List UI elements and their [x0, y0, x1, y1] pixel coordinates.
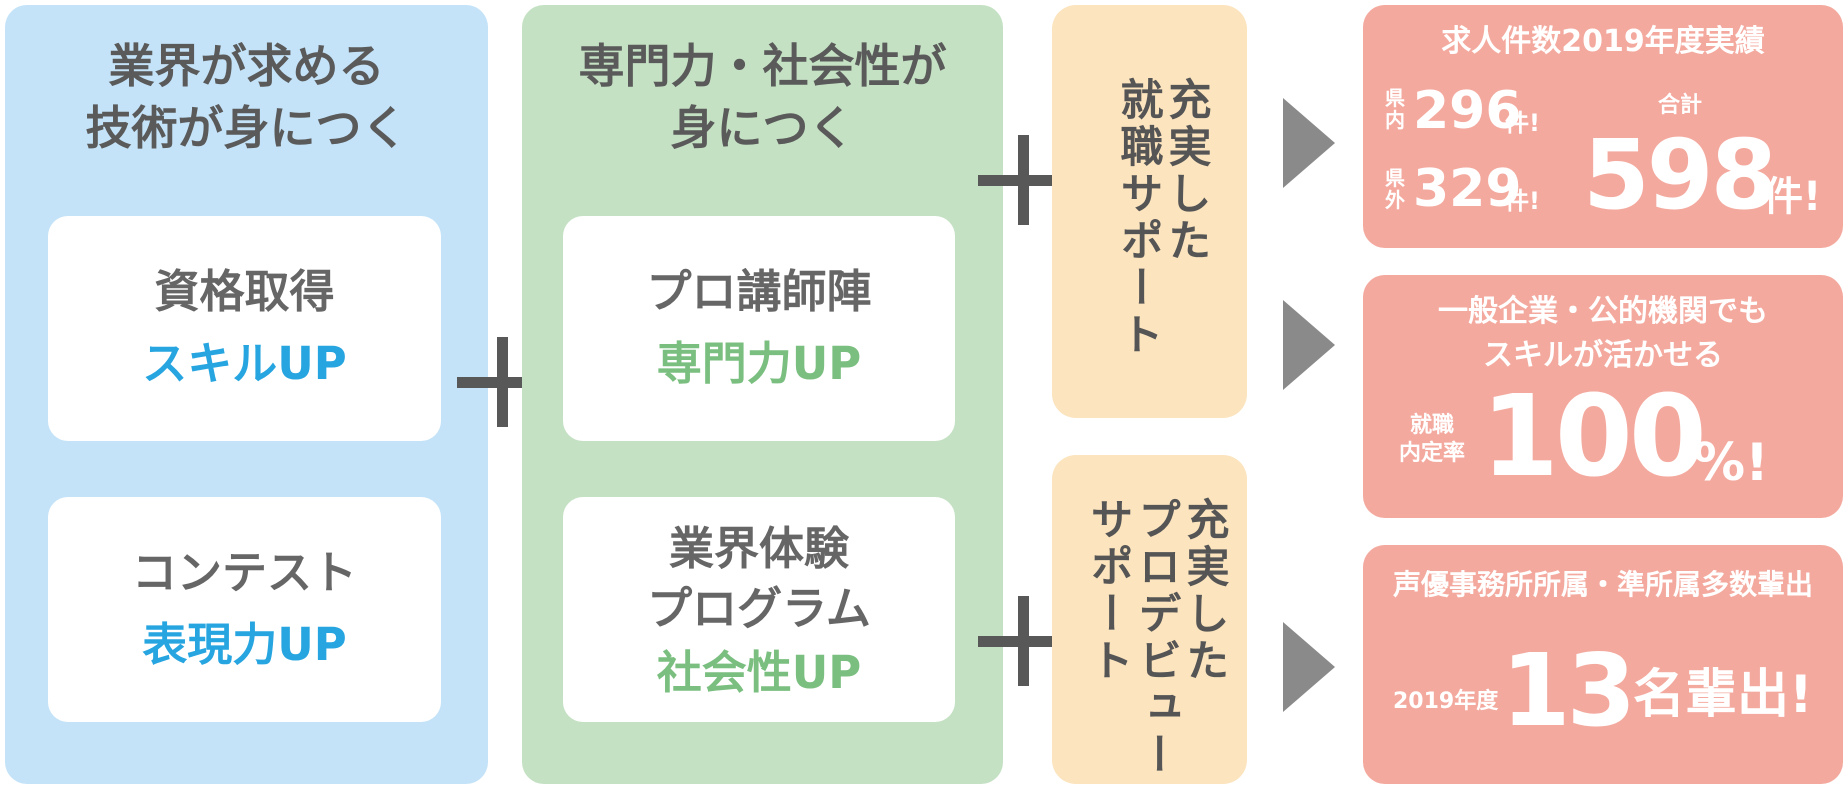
arrow-right-icon — [1283, 622, 1335, 712]
skills-panel-title-line1: 業界が求める — [108, 39, 385, 93]
employment-rate-result: 一般企業・公的機関でも スキルが活かせる 就職 内定率 100 %! — [1363, 275, 1843, 518]
support-text-col2: 就職サポート — [1113, 77, 1163, 359]
employment-rate-unit: %! — [1693, 433, 1769, 493]
year-label: 2019年度 — [1393, 689, 1499, 714]
out-pref-value: 329 — [1413, 159, 1522, 219]
result-title: 求人件数2019年度実績 — [1441, 24, 1765, 59]
card-main-text-line2: プログラム — [647, 582, 871, 635]
debut-count-unit: 名輩出! — [1633, 665, 1813, 725]
support-text-col1: 充実した — [1161, 77, 1211, 265]
card-sub-text: 社会性UP — [656, 646, 862, 699]
support-text-col3: サポート — [1083, 497, 1133, 685]
support-text-col2: プロデビュー — [1131, 497, 1181, 779]
professional-panel-title-line1: 専門力・社会性が — [578, 39, 947, 93]
plus-icon — [978, 135, 1068, 225]
in-pref-value: 296 — [1413, 81, 1522, 141]
in-pref-label: 県内 — [1385, 86, 1405, 132]
total-label: 合計 — [1658, 93, 1703, 118]
out-pref-label: 県外 — [1385, 166, 1405, 212]
card-main-text-line1: 業界体験 — [668, 522, 849, 575]
job-offers-result: 求人件数2019年度実績 県内 296 件! 県外 329 件! 合計 598 … — [1363, 5, 1843, 248]
out-pref-unit: 件! — [1505, 187, 1540, 215]
professional-panel-title-line2: 身につく — [670, 101, 855, 155]
result-title-line1: 一般企業・公的機関でも — [1438, 294, 1768, 329]
result-title: 声優事務所所属・準所属多数輩出 — [1392, 568, 1813, 601]
result-title-line2: スキルが活かせる — [1483, 338, 1723, 373]
contest-card: コンテスト 表現力UP — [48, 497, 441, 722]
debut-support-box: 充実した プロデビュー サポート — [1052, 455, 1247, 784]
debut-count-value: 13 — [1501, 632, 1636, 749]
plus-icon — [457, 337, 547, 427]
employment-label-line1: 就職 — [1409, 413, 1454, 438]
job-support-box: 充実した 就職サポート — [1052, 5, 1247, 418]
pro-instructors-card: プロ講師陣 専門力UP — [563, 216, 955, 441]
total-value: 598 — [1583, 119, 1777, 231]
voice-actor-result: 声優事務所所属・準所属多数輩出 2019年度 13 名輩出! — [1363, 545, 1843, 784]
card-main-text: コンテスト — [131, 546, 357, 599]
card-main-text: 資格取得 — [154, 265, 335, 318]
total-unit: 件! — [1763, 174, 1822, 220]
employment-rate-value: 100 — [1481, 372, 1707, 502]
arrow-right-icon — [1283, 300, 1335, 390]
card-sub-text: スキルUP — [142, 337, 347, 390]
industry-program-card: 業界体験 プログラム 社会性UP — [563, 497, 955, 722]
employment-label-line2: 内定率 — [1398, 441, 1465, 466]
skills-panel: 業界が求める 技術が身につく 資格取得 スキルUP コンテスト 表現力UP — [5, 5, 488, 784]
support-text-col1: 充実した — [1179, 497, 1229, 685]
arrow-right-icon — [1283, 98, 1335, 188]
card-main-text: プロ講師陣 — [646, 265, 872, 318]
in-pref-unit: 件! — [1505, 109, 1540, 137]
card-sub-text: 表現力UP — [142, 618, 347, 671]
skills-panel-title-line2: 技術が身につく — [85, 101, 408, 155]
professional-panel: 専門力・社会性が 身につく プロ講師陣 専門力UP 業界体験 プログラム 社会性… — [522, 5, 1003, 784]
card-sub-text: 専門力UP — [656, 337, 862, 390]
plus-icon — [978, 596, 1068, 686]
qualification-card: 資格取得 スキルUP — [48, 216, 441, 441]
